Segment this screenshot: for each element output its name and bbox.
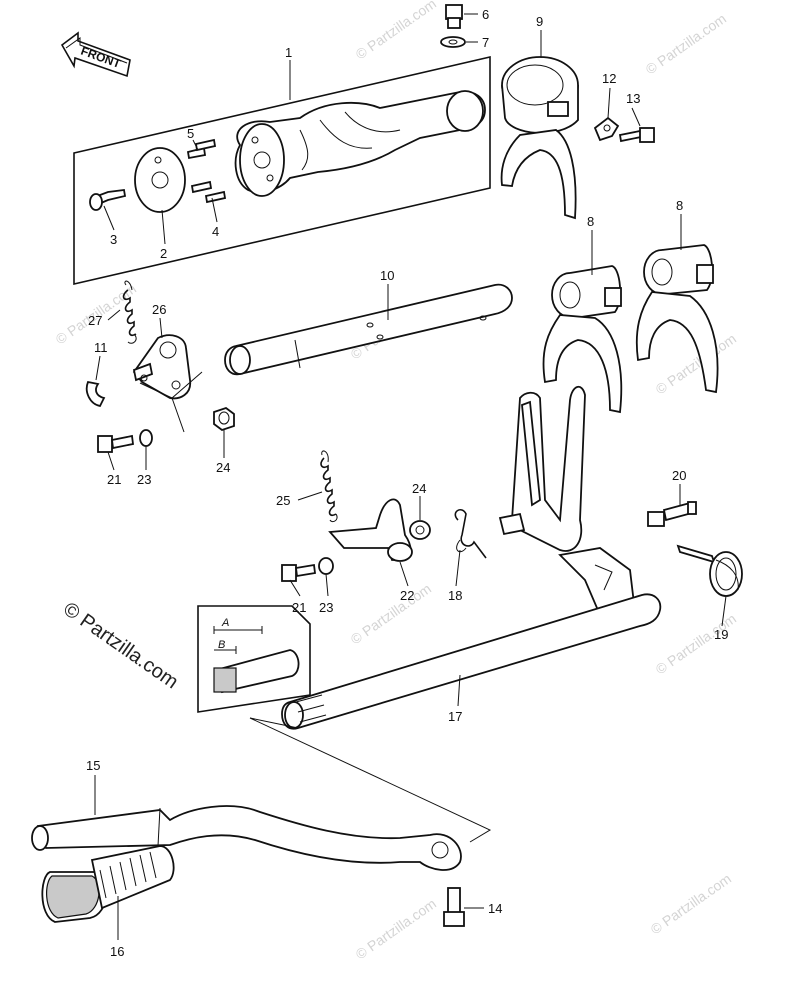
callout-18: 18 bbox=[448, 588, 462, 603]
return-spring-18 bbox=[454, 509, 487, 559]
plug-and-gasket bbox=[440, 4, 466, 48]
svg-text:© Partzilla.com: © Partzilla.com bbox=[653, 610, 739, 677]
callout-14: 14 bbox=[488, 901, 502, 916]
svg-text:© Partzilla.com: © Partzilla.com bbox=[348, 580, 434, 647]
callout-15: 15 bbox=[86, 758, 100, 773]
callout-19: 19 bbox=[714, 627, 728, 642]
lock-washer-and-bolt bbox=[593, 116, 655, 143]
shift-fork-8-left bbox=[542, 265, 623, 414]
shift-shaft-17 bbox=[281, 386, 662, 730]
callout-7: 7 bbox=[482, 35, 489, 50]
spring-27 bbox=[122, 280, 137, 344]
callout-6: 6 bbox=[482, 7, 489, 22]
callout-23-mid: 23 bbox=[319, 600, 333, 615]
shift-drum-assembly bbox=[73, 55, 491, 286]
callout-2: 2 bbox=[160, 246, 167, 261]
callout-23-left: 23 bbox=[137, 472, 151, 487]
callout-24-left: 24 bbox=[216, 460, 230, 475]
callout-20: 20 bbox=[672, 468, 686, 483]
callout-24-mid: 24 bbox=[412, 481, 426, 496]
callout-8-right: 8 bbox=[676, 198, 683, 213]
callout-11: 11 bbox=[94, 340, 108, 355]
callout-27: 27 bbox=[88, 313, 102, 328]
fork-shaft-10 bbox=[224, 283, 513, 376]
svg-text:© Partzilla.com: © Partzilla.com bbox=[353, 895, 439, 962]
callout-26: 26 bbox=[152, 302, 166, 317]
callout-21-mid: 21 bbox=[292, 600, 306, 615]
callout-16: 16 bbox=[110, 944, 124, 959]
svg-text:© Partzilla.com: © Partzilla.com bbox=[353, 0, 439, 62]
shift-arm-assembly-22 bbox=[320, 450, 431, 562]
callout-10: 10 bbox=[380, 268, 394, 283]
svg-text:A: A bbox=[221, 617, 229, 629]
front-arrow-icon: FRONT bbox=[60, 31, 131, 78]
shift-arm-left bbox=[85, 334, 235, 433]
pinch-bolt-14 bbox=[443, 887, 465, 927]
svg-text:B: B bbox=[218, 639, 225, 651]
callout-1: 1 bbox=[285, 45, 292, 60]
shift-fork-8-right bbox=[635, 244, 719, 394]
callout-3: 3 bbox=[110, 232, 117, 247]
connection-line bbox=[249, 717, 492, 843]
pivot-bolt-20 bbox=[647, 501, 697, 527]
detail-inset: A B bbox=[197, 605, 311, 713]
callout-4: 4 bbox=[212, 224, 219, 239]
callout-5: 5 bbox=[187, 126, 194, 141]
callout-9: 9 bbox=[536, 14, 543, 29]
callout-17: 17 bbox=[448, 709, 462, 724]
pedal-rubber-16 bbox=[41, 845, 175, 923]
callout-25: 25 bbox=[276, 493, 290, 508]
shift-pedal-15 bbox=[31, 805, 462, 871]
callout-13: 13 bbox=[626, 91, 640, 106]
svg-text:© Partzilla.com: © Partzilla.com bbox=[648, 870, 734, 937]
svg-text:© Partzilla.com: © Partzilla.com bbox=[643, 10, 729, 77]
callout-8-left: 8 bbox=[587, 214, 594, 229]
torsion-spring-19 bbox=[676, 544, 743, 597]
callout-12: 12 bbox=[602, 71, 616, 86]
bolt-washer-left bbox=[97, 429, 153, 453]
callout-21-left: 21 bbox=[107, 472, 121, 487]
callout-22: 22 bbox=[400, 588, 414, 603]
bolt-washer-middle bbox=[281, 557, 334, 582]
callout-labels: 1 2 3 4 5 6 7 9 12 13 10 8 8 11 26 27 21… bbox=[86, 7, 728, 959]
partzilla-watermark: © Partzilla.com bbox=[59, 598, 182, 693]
leader-lines bbox=[94, 13, 727, 940]
shift-fork-9 bbox=[500, 56, 579, 220]
